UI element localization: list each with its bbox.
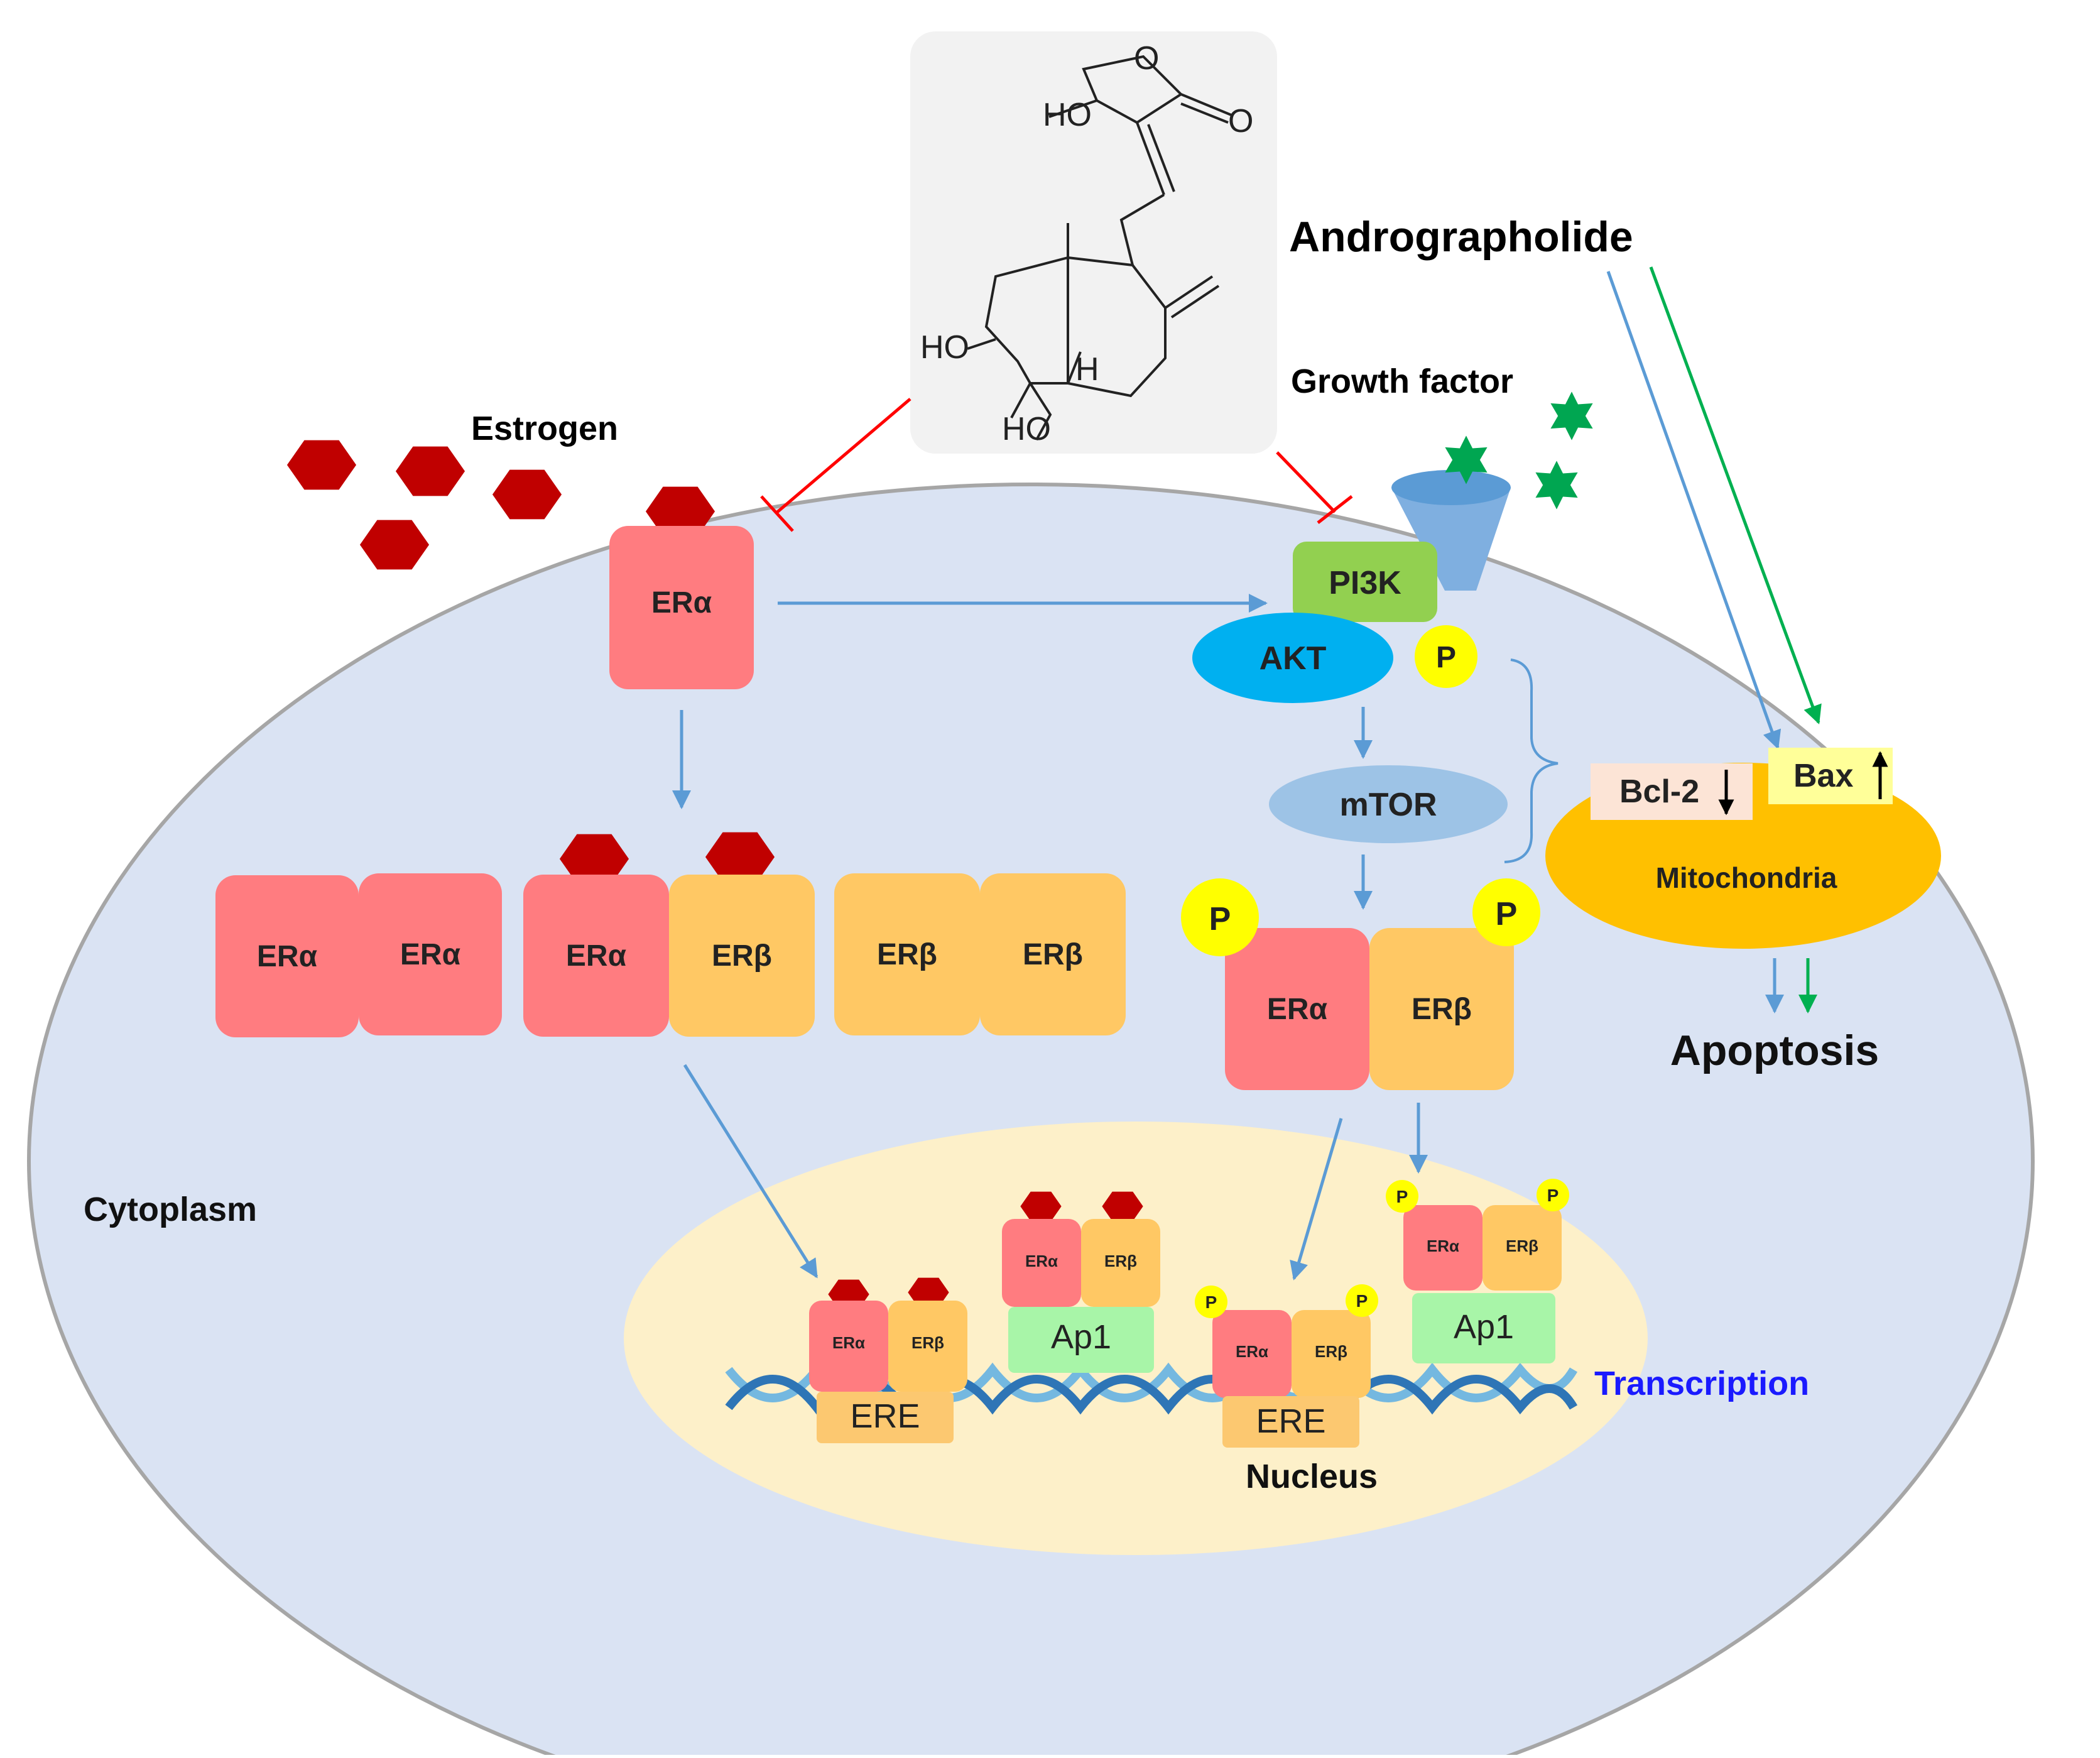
nuclear-ere-complex-1: ERα ERβ ERE	[809, 1277, 967, 1443]
o-carbonyl-label: O	[1228, 103, 1253, 139]
er-beta-label: ERβ	[877, 938, 937, 971]
pi3k-box	[1293, 542, 1437, 622]
arrow-dimer-to-ere	[683, 1064, 819, 1279]
akt-label: AKT	[1259, 640, 1327, 677]
bax-box	[1768, 748, 1893, 804]
arrow-andro-blue	[1606, 271, 1782, 750]
er-beta-label: ERβ	[1023, 938, 1083, 971]
ho-bottom-label: HO	[1002, 411, 1051, 447]
er-alpha-label: ERα	[257, 940, 318, 973]
er-beta-label: ERβ	[1506, 1237, 1538, 1255]
ere-label: ERE	[850, 1397, 920, 1435]
akt-phospho-label: P	[1436, 641, 1456, 674]
nuclear-ere-complex-2: ERα ERβ P P ERE	[1195, 1284, 1378, 1448]
er-alpha-label: ERα	[1025, 1252, 1058, 1270]
ho-left-label: HO	[920, 329, 969, 366]
cytoplasm-label: Cytoplasm	[84, 1191, 257, 1228]
mitochondria-label: Mitochondria	[1656, 861, 1837, 894]
er-alpha-label: ERα	[1236, 1342, 1268, 1361]
er-alpha-label: ERα	[1427, 1237, 1459, 1255]
er-alpha-label: ERα	[832, 1333, 865, 1352]
ap1-label: Ap1	[1051, 1318, 1111, 1356]
bcl2-label: Bcl-2	[1619, 773, 1699, 810]
growth-factor-label: Growth factor	[1291, 363, 1513, 400]
akt-ellipse	[1192, 613, 1393, 703]
mtor-ellipse	[1269, 765, 1508, 843]
nuclear-ap1-complex-1: ERα ERβ Ap1	[1002, 1191, 1160, 1373]
er-beta-label: ERβ	[1412, 993, 1472, 1026]
h-bridge-label: H	[1075, 351, 1099, 388]
akt-phospho	[1415, 625, 1477, 688]
arrow-andro-green	[1649, 266, 1822, 724]
er-alpha-homodimer: ERα ERα	[215, 873, 502, 1037]
pi3k-label: PI3K	[1329, 565, 1401, 601]
mtor-label: mTOR	[1339, 787, 1437, 823]
receptor-top	[1391, 470, 1511, 505]
ho-top-label: HO	[1043, 97, 1092, 133]
estrogen-label: Estrogen	[471, 410, 618, 447]
inhibition-lines	[760, 398, 1353, 532]
nuclear-ap1-complex-2: ERα ERβ P P Ap1	[1386, 1179, 1569, 1363]
andrographolide-label: Andrographolide	[1289, 213, 1633, 261]
transcription-label: Transcription	[1594, 1365, 1809, 1402]
ap1-label: Ap1	[1454, 1308, 1514, 1346]
phospho-label: P	[1547, 1186, 1559, 1205]
bax-label: Bax	[1793, 758, 1853, 794]
brace	[1504, 658, 1559, 863]
er-alpha-receptor-label: ERα	[651, 586, 712, 620]
er-beta-label: ERβ	[712, 939, 772, 973]
er-beta-label: ERβ	[911, 1333, 944, 1352]
er-alpha-label: ERα	[400, 938, 461, 971]
phospho-label: P	[1209, 901, 1231, 937]
er-beta-homodimer: ERβ ERβ	[834, 873, 1126, 1035]
cell-membrane	[27, 483, 2035, 1758]
er-alpha-receptor	[609, 526, 754, 689]
andrographolide-structure: HO O O HO H HO	[910, 31, 1277, 454]
phospho-er-dimer: ERα ERβ P P	[1181, 878, 1540, 1090]
phospho-label: P	[1496, 896, 1518, 932]
phospho-label: P	[1205, 1292, 1217, 1312]
er-beta-label: ERβ	[1315, 1342, 1347, 1361]
growth-factor-receptor	[1391, 488, 1511, 591]
o-ring-label: O	[1134, 40, 1159, 77]
phospho-label: P	[1356, 1291, 1368, 1311]
er-alpha-label: ERα	[1267, 993, 1328, 1026]
arrow-phospho-to-ere	[1290, 1118, 1343, 1280]
apoptosis-label: Apoptosis	[1670, 1027, 1879, 1074]
nucleus-label: Nucleus	[1246, 1458, 1378, 1495]
er-beta-label: ERβ	[1104, 1252, 1137, 1270]
ere-label: ERE	[1256, 1402, 1325, 1440]
phospho-label: P	[1396, 1187, 1408, 1206]
er-alpha-beta-heterodimer: ERα ERβ	[523, 832, 815, 1037]
er-alpha-label: ERα	[566, 939, 627, 973]
